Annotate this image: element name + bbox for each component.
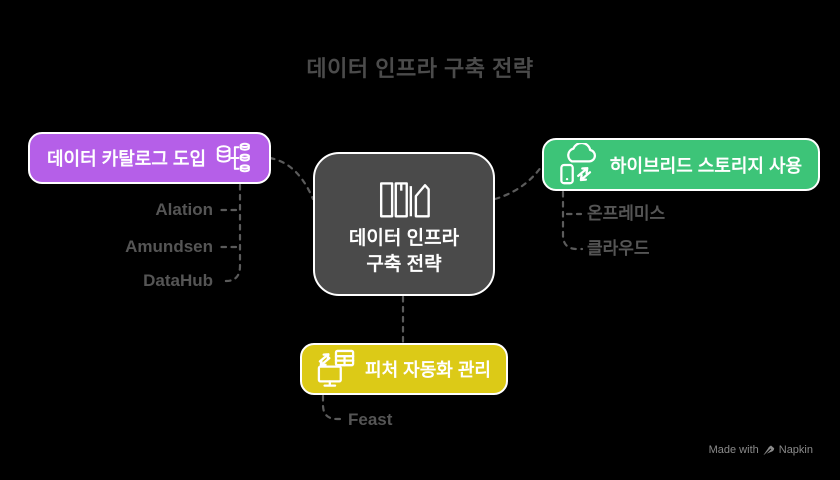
- child-label-onpremise[interactable]: 온프레미스: [587, 204, 666, 223]
- node-hybrid-storage[interactable]: 하이브리드 스토리지 사용: [542, 138, 820, 191]
- data-catalog-icon: [216, 142, 250, 173]
- connector-storage-children-spine: [561, 190, 584, 251]
- center-label-line1: 데이터 인프라: [348, 227, 460, 249]
- node-hybrid-storage-label: 하이브리드 스토리지 사용: [609, 155, 803, 176]
- diagram-title: 데이터 인프라 구축 전략: [306, 56, 534, 81]
- connector-catalog-children-spine: [219, 183, 242, 283]
- child-label-cloud[interactable]: 클라우드: [587, 239, 650, 258]
- napkin-pen-icon: [763, 445, 774, 455]
- connector-center-to-storage: [493, 165, 543, 201]
- library-books-icon: [379, 181, 430, 217]
- cloud-sync-icon: [560, 142, 596, 184]
- node-center-topic[interactable]: 데이터 인프라 구축 전략: [313, 152, 495, 296]
- child-label-feast[interactable]: Feast: [348, 410, 393, 429]
- node-feature-automation[interactable]: 피처 자동화 관리: [300, 343, 508, 395]
- watermark-made-with-text: Made with: [708, 444, 759, 456]
- node-data-catalog-label: 데이터 카탈로그 도입: [46, 149, 207, 169]
- node-data-catalog[interactable]: 데이터 카탈로그 도입: [28, 132, 271, 184]
- child-label-alation[interactable]: Alation: [155, 200, 213, 219]
- child-label-amundsen[interactable]: Amundsen: [125, 237, 213, 256]
- feature-automation-icon: [317, 349, 355, 387]
- connector-feature-child: [321, 394, 345, 421]
- watermark: Made with Napkin: [709, 444, 813, 456]
- node-feature-automation-label: 피처 자동화 관리: [365, 360, 491, 380]
- connector-catalog-to-center: [268, 156, 315, 201]
- center-label-line2: 구축 전략: [366, 253, 442, 275]
- watermark-brand-text: Napkin: [778, 444, 813, 456]
- child-label-datahub[interactable]: DataHub: [143, 271, 213, 290]
